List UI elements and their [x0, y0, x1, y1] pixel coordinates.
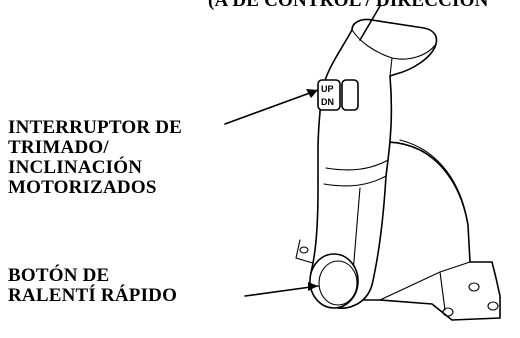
switch-down-label: DN: [321, 97, 334, 107]
callout-trim-tilt-switch: INTERRUPTOR DE TRIMADO/ INCLINACIÓN MOTO…: [8, 117, 183, 198]
fast-idle-button: [309, 253, 359, 309]
arrow-head-switch: [306, 89, 318, 98]
callout-top-partial: (A DE CONTROL / DIRECCIÓN: [208, 0, 489, 11]
switch-up-label: UP: [321, 84, 334, 94]
arrow-head-idle: [308, 282, 318, 291]
callout-fast-idle-button: BOTÓN DE RALENTÍ RÁPIDO: [8, 265, 178, 306]
leader-line-idle: [244, 285, 319, 297]
leader-line-switch: [224, 89, 319, 125]
leader-line-top: [359, 5, 381, 41]
trim-tilt-switch: UP DN: [317, 79, 359, 111]
